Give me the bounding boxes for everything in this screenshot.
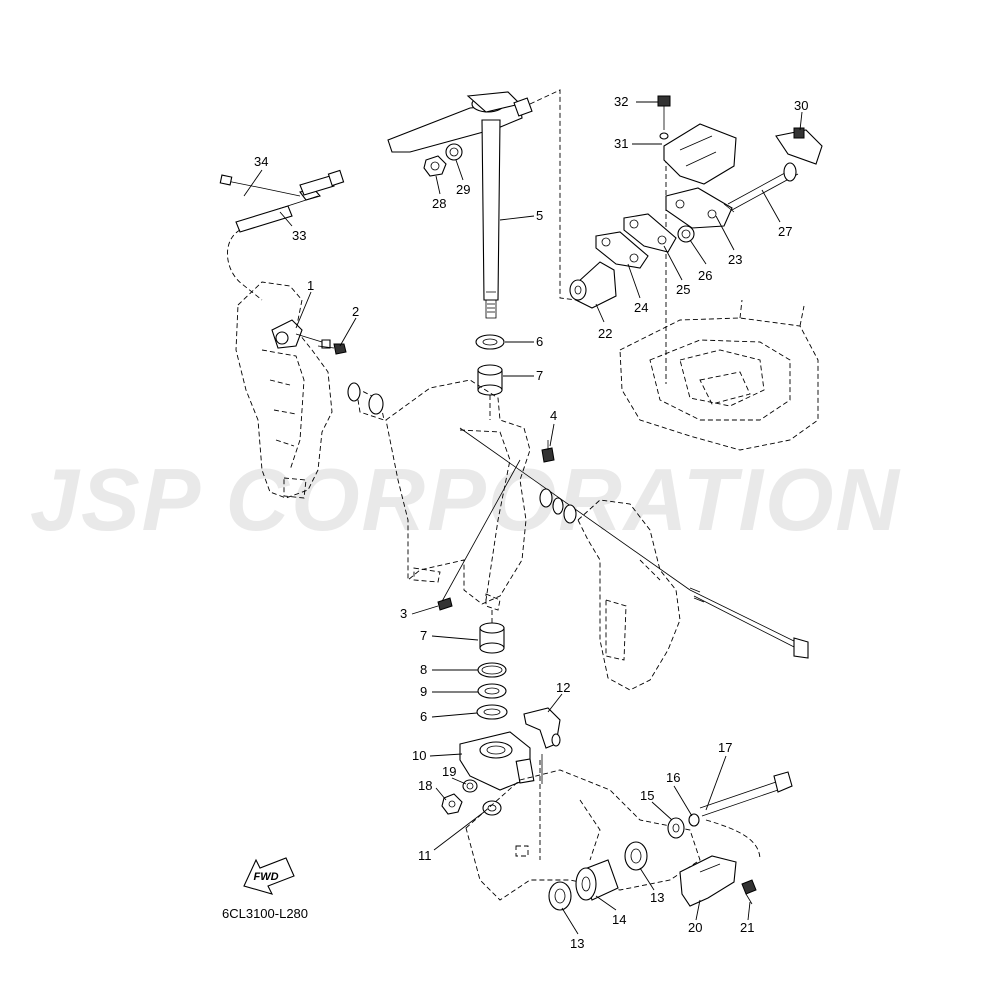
callout-24: 24 [634, 300, 648, 315]
part-1-switch [271, 319, 331, 349]
part-17-bolt [699, 771, 793, 817]
part-9-washer [477, 683, 507, 699]
callout-6-upper: 6 [536, 334, 543, 349]
part-28-nut [423, 155, 447, 177]
lower-bolt-guide [705, 819, 761, 861]
callout-11: 11 [418, 848, 432, 863]
callout-6-lower: 6 [420, 709, 427, 724]
part-24-plate [595, 231, 649, 269]
callout-13-rear: 13 [650, 890, 664, 905]
part-32-bolt [657, 95, 671, 140]
part-16-washer [688, 813, 700, 827]
left-clamp-bracket [235, 281, 333, 499]
callout-20: 20 [688, 920, 702, 935]
engine-bottom-cowling [619, 299, 819, 451]
callout-33: 33 [292, 228, 306, 243]
callout-23: 23 [728, 252, 742, 267]
part-4-grease-nipple [541, 440, 555, 463]
tilt-bolt-collars [539, 488, 577, 524]
callout-3: 3 [400, 606, 407, 621]
diagram-code: 6CL3100-L280 [222, 906, 308, 921]
part-13-rubber-rear [624, 841, 648, 871]
watermark: JSP CORPORATION [30, 450, 901, 549]
part-6-upper-washer [475, 334, 505, 350]
callout-21: 21 [740, 920, 754, 935]
part-27-bolt [723, 162, 799, 213]
fwd-label: FWD [253, 871, 278, 883]
callout-8: 8 [420, 662, 427, 677]
part-13-rubber-front [548, 881, 572, 911]
part-14-mount-rubber [575, 859, 619, 901]
callout-15: 15 [640, 788, 654, 803]
callout-4: 4 [550, 408, 557, 423]
part-20-cover [679, 855, 737, 907]
part-19-washer [462, 779, 478, 793]
callout-19: 19 [442, 764, 456, 779]
part-30-clip [775, 127, 823, 165]
callout-7-lower: 7 [420, 628, 427, 643]
callout-31: 31 [614, 136, 628, 151]
part-21-bolt [741, 879, 757, 905]
callout-34: 34 [254, 154, 268, 169]
part-15-washer [667, 817, 685, 839]
part-26-washer [677, 225, 695, 243]
lower-mount-housing [465, 760, 701, 901]
part-22-upper-mount-rubber [569, 261, 617, 309]
part-3-screw [437, 597, 453, 611]
right-clamp-bracket [577, 499, 681, 691]
part-7-upper-bushing [477, 364, 503, 420]
callout-17: 17 [718, 740, 732, 755]
callout-1: 1 [307, 278, 314, 293]
callout-32: 32 [614, 94, 628, 109]
leader-lines [243, 101, 803, 935]
callout-18: 18 [418, 778, 432, 793]
callout-28: 28 [432, 196, 446, 211]
callout-labels: 34 33 1 2 28 29 5 6 7 4 3 7 8 9 6 12 10 … [254, 94, 808, 951]
part-8-o-ring [477, 662, 507, 678]
callout-30: 30 [794, 98, 808, 113]
callout-29: 29 [456, 182, 470, 197]
callout-16: 16 [666, 770, 680, 785]
part-25-plate [623, 213, 677, 253]
callout-27: 27 [778, 224, 792, 239]
part-12-lever [523, 707, 561, 749]
fwd-direction-arrow: FWD [243, 857, 295, 895]
callout-26: 26 [698, 268, 712, 283]
callout-25: 25 [676, 282, 690, 297]
callout-10: 10 [412, 748, 426, 763]
callout-7-upper: 7 [536, 368, 543, 383]
callout-14: 14 [612, 912, 626, 927]
callout-9: 9 [420, 684, 427, 699]
part-7-lower-bushing [479, 610, 505, 654]
callout-5: 5 [536, 208, 543, 223]
part-11-circlip [482, 800, 502, 816]
part-5-steering-shaft [387, 89, 577, 319]
watermark-text: JSP CORPORATION [30, 450, 901, 549]
callout-13-front: 13 [570, 936, 584, 951]
part-18-nut [441, 793, 463, 815]
callout-22: 22 [598, 326, 612, 341]
part-23-plate [665, 187, 733, 229]
part-29-washer [445, 143, 463, 161]
part-10-steering-arm [459, 731, 543, 791]
part-31-cover [663, 123, 737, 185]
tilt-through-bolt [689, 587, 809, 659]
cable-assembly [219, 169, 345, 301]
callout-2: 2 [352, 304, 359, 319]
callout-12: 12 [556, 680, 570, 695]
part-6-lower-washer [476, 704, 508, 720]
